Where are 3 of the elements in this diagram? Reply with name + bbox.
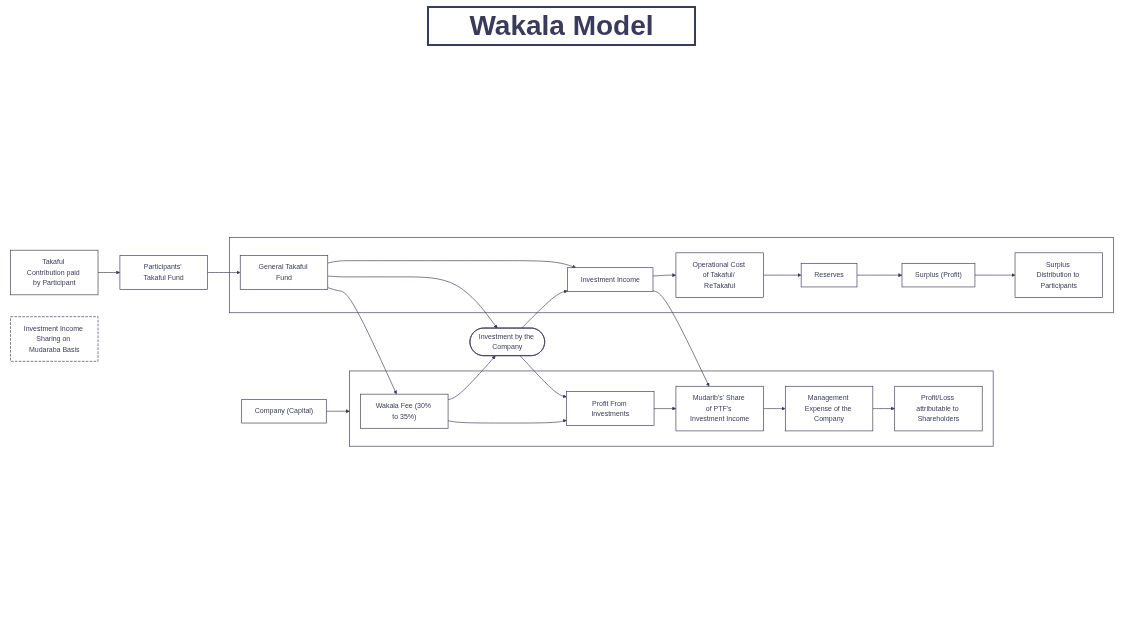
- cluster: [348, 370, 993, 447]
- cluster: [228, 237, 1114, 314]
- diagram-title: Wakala Model: [427, 6, 696, 46]
